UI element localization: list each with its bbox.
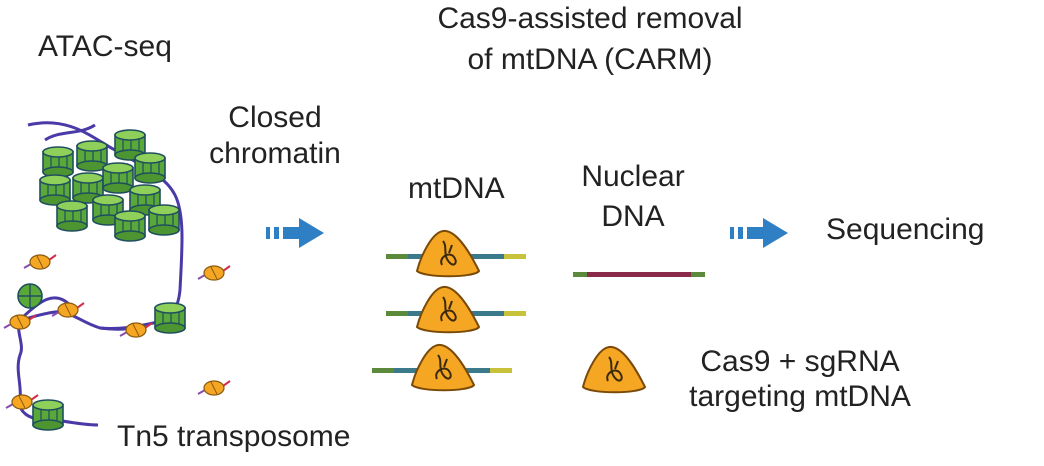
closed-chromatin-line-1: Closed	[228, 101, 322, 134]
nucleosome	[42, 146, 74, 178]
nucleosome	[134, 152, 166, 184]
closed-chromatin-line-2: chromatin	[209, 137, 341, 170]
nucleosome	[32, 399, 64, 431]
tn5-transposome	[197, 265, 231, 281]
nuclear-dna-label: Nuclear DNA	[548, 160, 718, 233]
carm-title-line-2: of mtDNA (CARM)	[467, 43, 713, 76]
nucleosome	[39, 174, 71, 206]
nucleosome	[148, 204, 180, 236]
nucleosome	[102, 162, 134, 194]
carm-title: Cas9-assisted removal of mtDNA (CARM)	[380, 2, 800, 76]
nucleosome	[76, 140, 108, 172]
closed-chromatin-label: Closed chromatin	[190, 101, 360, 170]
atac-seq-title: ATAC-seq	[38, 30, 172, 63]
mtdna-label: mtDNA	[408, 172, 505, 205]
tn5-transposome-label: Tn5 transposome	[117, 420, 351, 453]
tn5-transposome	[197, 380, 231, 396]
nuclear-dna-strand	[573, 272, 705, 277]
nucleosome	[114, 210, 146, 242]
tn5-transposome	[51, 302, 85, 318]
cas9-legend-icon	[582, 345, 646, 394]
process-arrow	[266, 218, 324, 248]
cas9-legend-line-2: targeting mtDNA	[689, 380, 911, 413]
nucleosome	[56, 200, 88, 232]
cas9-sgrna-complex	[416, 229, 480, 278]
cas9-sgrna-complex	[416, 285, 480, 334]
cas9-legend-label: Cas9 + sgRNA targeting mtDNA	[650, 345, 950, 413]
process-arrow	[730, 218, 788, 248]
cas9-sgrna-complex	[411, 343, 475, 392]
dna-strand-loop	[44, 123, 96, 142]
nucleosome	[154, 302, 186, 334]
nuclear-dna-line-1: Nuclear	[581, 160, 685, 193]
cas9-legend-line-1: Cas9 + sgRNA	[700, 345, 900, 378]
open-nucleosome-round	[17, 283, 43, 309]
nuclear-dna-line-2: DNA	[601, 200, 665, 233]
tn5-transposome	[23, 254, 57, 270]
sequencing-label: Sequencing	[826, 213, 985, 246]
carm-title-line-1: Cas9-assisted removal	[437, 2, 743, 35]
